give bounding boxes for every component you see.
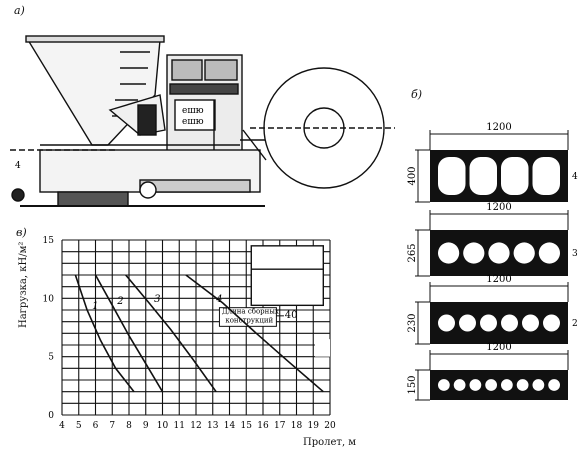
rear-wheel	[139, 181, 157, 199]
y-tick-label: 0	[48, 411, 54, 421]
slab-width-label: 1200	[486, 342, 511, 353]
slab-height-label: 230	[407, 313, 418, 332]
control-panel	[174, 99, 216, 131]
y-tick-label: 10	[43, 294, 55, 304]
panel-label-a: а)	[14, 4, 25, 17]
grid-gap	[314, 339, 330, 357]
series-line-3	[125, 274, 217, 393]
slab-void	[438, 379, 450, 391]
slab-void	[438, 157, 466, 195]
slab-height-label: 265	[407, 243, 418, 262]
x-tick-label: 6	[93, 421, 99, 431]
legend-box	[250, 245, 324, 307]
slab-width-label: 1200	[486, 122, 511, 133]
hopper-rim	[25, 35, 165, 43]
slab-void	[532, 157, 560, 195]
slab-void	[485, 379, 497, 391]
x-tick-label: 4	[59, 421, 65, 431]
series-label-1: 1	[92, 301, 98, 312]
x-tick-label: 18	[291, 421, 303, 431]
series-line-1	[74, 274, 135, 393]
annotation-line-1: Длина сборных	[222, 308, 279, 316]
x-tick-label: 7	[109, 421, 115, 431]
y-tick-label: 5	[48, 353, 54, 363]
slab-width-label: 1200	[486, 274, 511, 285]
badge-line-1: ешю	[182, 106, 204, 116]
series-label-3: 3	[154, 294, 160, 305]
x-tick-label: 8	[126, 421, 132, 431]
series-label-4: 4	[215, 294, 222, 305]
slab-void	[516, 379, 529, 391]
annotation-line-2: конструкций	[225, 316, 273, 324]
y-tick-label: 15	[43, 236, 55, 246]
x-tick-label: 16	[257, 421, 269, 431]
x-tick-label: 20	[324, 421, 336, 431]
slab-void	[469, 157, 497, 195]
auger	[57, 191, 129, 207]
x-tick-label: 5	[76, 421, 82, 431]
slab-void	[501, 379, 513, 391]
slab-side-mark: 3	[572, 249, 578, 259]
slab-void	[522, 314, 539, 332]
x-tick-label: 19	[308, 421, 320, 431]
slab-void	[453, 379, 466, 391]
slab-void	[463, 242, 485, 264]
chart-y-axis-label: Нагрузка, кН/м²	[18, 241, 29, 328]
x-tick-label: 11	[174, 421, 185, 431]
slab-void	[480, 314, 497, 332]
panel-label-v: в)	[16, 226, 27, 239]
slab-height-label: 400	[407, 166, 418, 185]
x-tick-label: 13	[207, 421, 219, 431]
annotation-value: 40	[285, 310, 298, 321]
slab-void	[501, 157, 529, 195]
slab-void	[532, 379, 545, 391]
slab-void	[488, 242, 510, 264]
front-wheel	[11, 188, 25, 202]
slab-sections: 1200 400 4 1200 265 3 1200 230 2 1200 150	[407, 122, 578, 401]
slab-void	[548, 379, 560, 391]
series-line-4	[185, 274, 324, 393]
slab-side-mark: 2	[572, 319, 578, 329]
chart-x-axis-label: Пролет, м	[303, 437, 357, 448]
x-tick-label: 9	[143, 421, 149, 431]
badge-line-2: ешю	[182, 117, 204, 127]
slab-void	[501, 314, 518, 332]
series-line-2	[94, 274, 164, 393]
slab-void	[459, 314, 476, 332]
x-tick-label: 17	[274, 421, 286, 431]
slab-void	[543, 314, 560, 332]
extruder-machine	[10, 35, 395, 207]
slab-height-label: 150	[407, 375, 418, 394]
slab-width-label: 1200	[486, 202, 511, 213]
slab-section	[430, 370, 568, 400]
series-label-2: 2	[116, 296, 123, 307]
x-tick-label: 10	[157, 421, 169, 431]
slab-void	[438, 242, 460, 264]
slab-void	[469, 379, 482, 391]
x-tick-label: 14	[224, 421, 236, 431]
slab-void	[438, 314, 455, 332]
slab-void	[538, 242, 561, 264]
machine-mark: 4	[15, 161, 21, 171]
slab-void	[513, 242, 535, 264]
panel-label-b: б)	[411, 88, 423, 101]
slab-side-mark: 4	[572, 172, 578, 182]
x-tick-label: 15	[241, 421, 253, 431]
x-tick-label: 12	[190, 421, 201, 431]
